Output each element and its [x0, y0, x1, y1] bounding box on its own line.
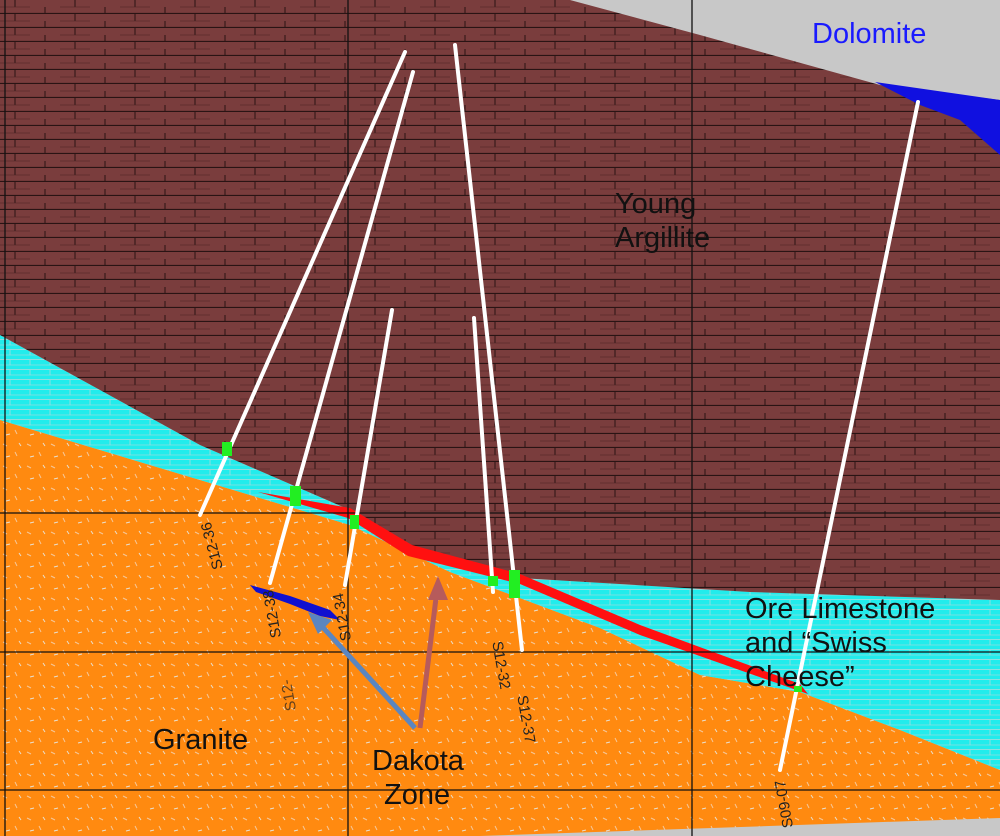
mineralized-intercepts	[222, 442, 802, 692]
young-argillite-unit	[0, 0, 1000, 600]
arrow-blue	[308, 612, 417, 730]
drill-hole-s12-37	[453, 43, 524, 652]
drill-hole-s12-32	[472, 316, 495, 594]
label-dakota-line2: Zone	[384, 779, 451, 811]
label-dakota-zone: Dakota Zone	[372, 744, 464, 812]
label-young-argillite-line2: Argillite	[615, 222, 711, 254]
label-young-argillite: Young Argillite	[615, 187, 710, 255]
label-ore-limestone-line1: Ore Limestone	[745, 593, 936, 625]
ore-zone	[258, 492, 808, 694]
label-ore-limestone-line2: and “Swiss	[745, 627, 887, 659]
label-dakota-line1: Dakota	[372, 745, 464, 777]
dakota-zone	[250, 585, 340, 620]
dolomite-unit	[875, 82, 1000, 155]
granite-unit	[0, 420, 1000, 836]
label-dolomite: Dolomite	[812, 18, 927, 50]
drill-hole-s12-34	[343, 308, 394, 587]
arrow-red-head-icon	[428, 576, 448, 600]
label-young-argillite-line1: Young	[615, 188, 697, 220]
label-ore-limestone: Ore Limestone and “Swiss Cheese”	[745, 592, 935, 694]
label-ore-limestone-line3: Cheese”	[745, 661, 855, 693]
drill-hole-s12-36	[198, 50, 407, 517]
ore-limestone-unit	[0, 335, 1000, 770]
label-granite: Granite	[153, 724, 249, 756]
arrow-red	[417, 576, 448, 729]
drill-hole-s09-07	[778, 100, 920, 772]
arrow-blue-head-icon	[308, 612, 332, 634]
